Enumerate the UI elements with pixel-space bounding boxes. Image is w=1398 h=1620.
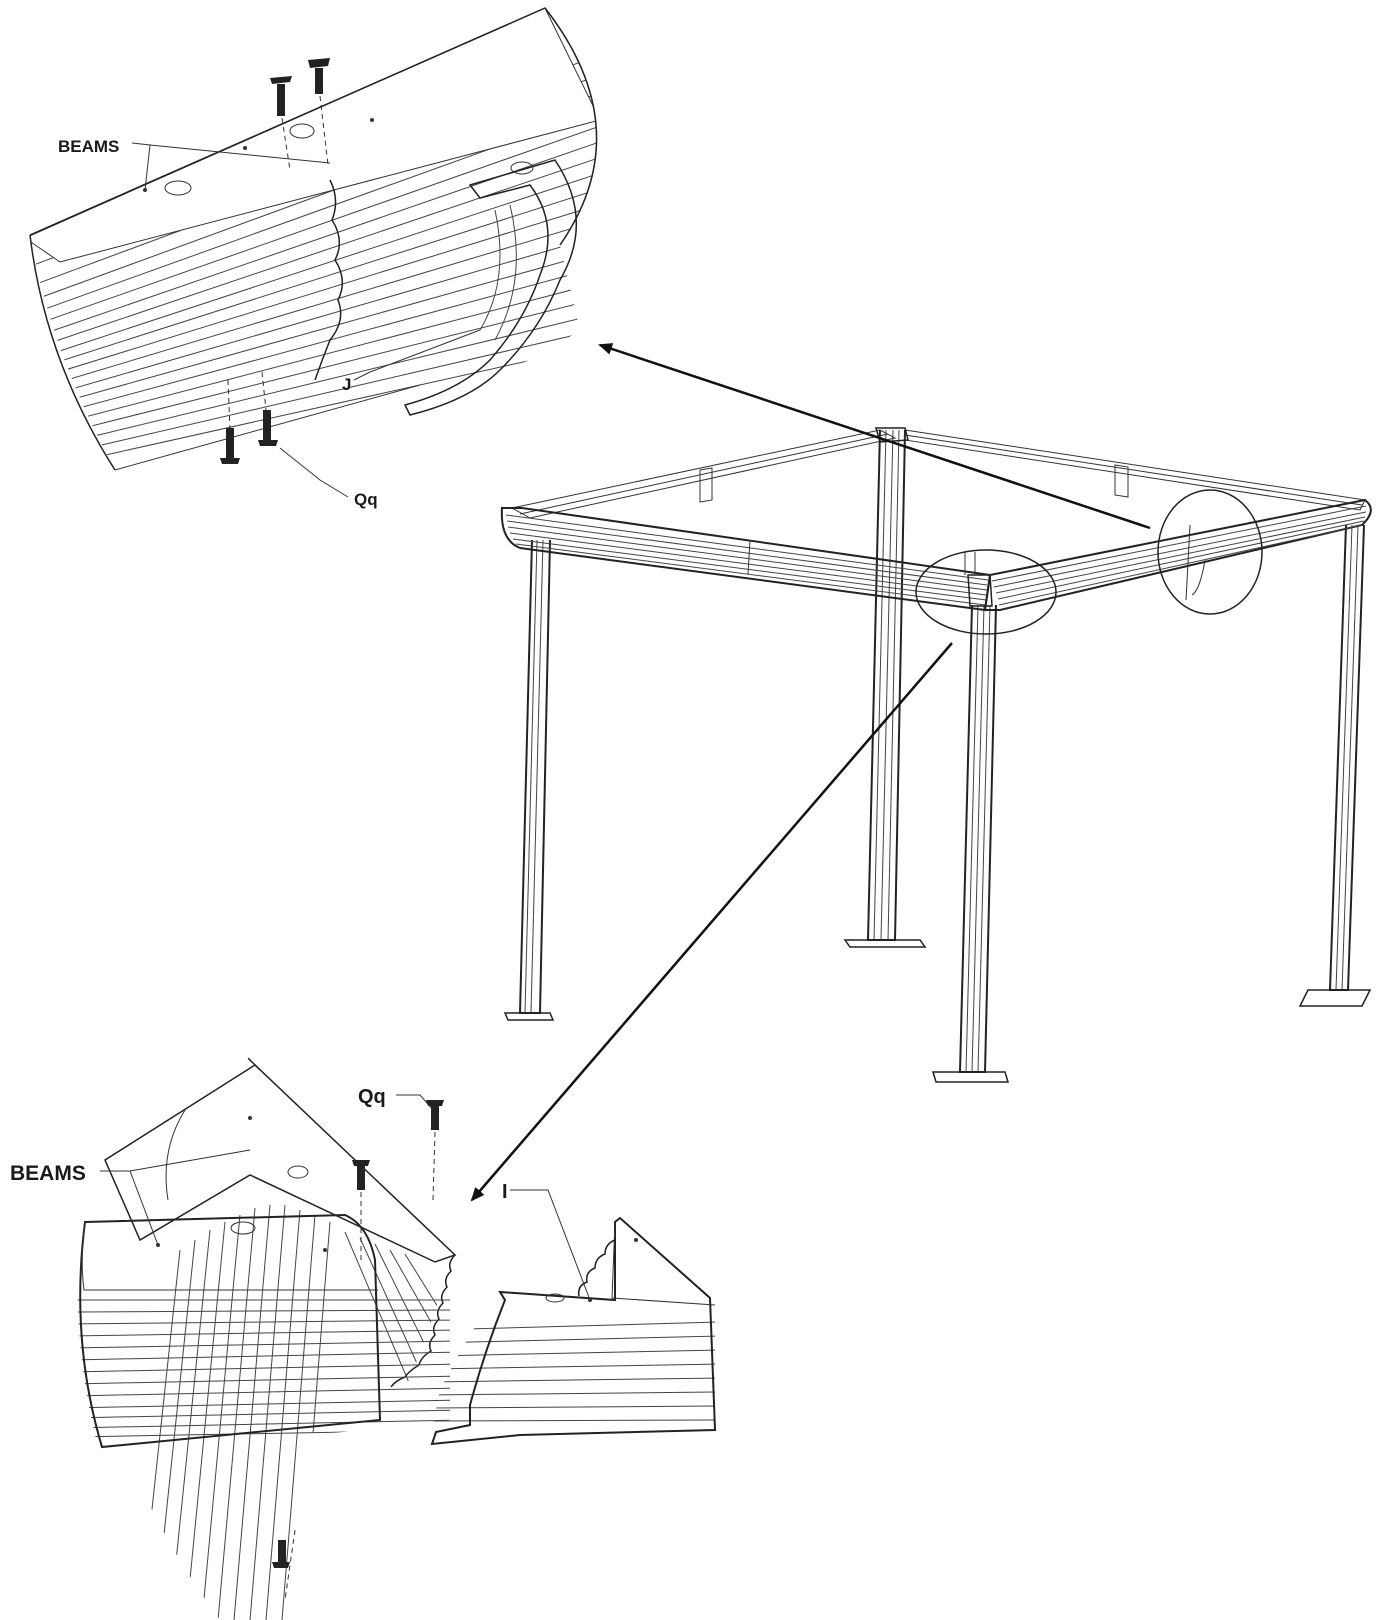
screw-icon [352, 1160, 370, 1260]
screw-icon [272, 1529, 296, 1601]
screw-icon [308, 58, 330, 166]
label-j: J [342, 375, 351, 394]
gazebo-frame [500, 427, 1372, 1083]
post-left [503, 539, 555, 1021]
detail-circle-icon [1157, 489, 1263, 615]
beam-back-left [510, 429, 897, 519]
label-qq-top: Qq [354, 490, 378, 509]
post-right [1298, 524, 1372, 1007]
screw-icon [270, 76, 292, 171]
screw-icon [426, 1100, 444, 1201]
label-beams-bottom: BEAMS [10, 1162, 86, 1185]
detail-top-beam-splice: BEAMS J Qq [29, 7, 598, 509]
post-back-center [843, 429, 927, 948]
arrow-icon [598, 343, 1151, 530]
label-beams-top: BEAMS [58, 137, 119, 156]
label-qq-bottom: Qq [358, 1086, 386, 1108]
screw-icon [220, 379, 240, 464]
post-front [931, 604, 1010, 1083]
beam-front-right [983, 498, 1372, 611]
detail-bottom-corner: Qq BEAMS I [10, 1057, 717, 1620]
arrow-icon [470, 642, 953, 1202]
label-i: I [502, 1181, 508, 1203]
detail-circle-icon [915, 549, 1057, 635]
beam-back-right [904, 429, 1366, 511]
screw-icon [258, 371, 278, 446]
